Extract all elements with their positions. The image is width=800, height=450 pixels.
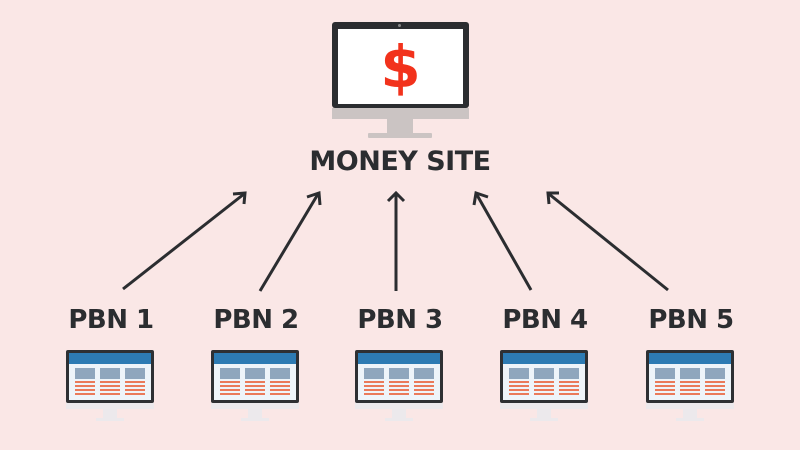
arrow-icon-pbn5 xyxy=(546,191,669,292)
monitor-screen xyxy=(338,29,463,104)
arrow-icon-pbn2 xyxy=(258,190,322,292)
pbn-4-label: PBN 4 xyxy=(502,305,588,335)
arrow-icon-pbn1 xyxy=(122,191,247,291)
pbn-4-monitor-icon xyxy=(500,350,588,425)
monitor-base xyxy=(368,133,432,138)
pbn-3-label: PBN 3 xyxy=(357,305,443,335)
pbn-5-label: PBN 5 xyxy=(648,305,734,335)
pbn-1-label: PBN 1 xyxy=(68,305,154,335)
pbn-2-monitor-icon xyxy=(211,350,299,425)
arrow-icon-pbn4 xyxy=(472,191,533,291)
camera-dot xyxy=(398,24,401,27)
arrow-icon-pbn3 xyxy=(386,190,406,291)
pbn-3-monitor-icon xyxy=(355,350,443,425)
pbn-5-monitor-icon xyxy=(646,350,734,425)
monitor-stand xyxy=(387,119,413,135)
dollar-sign-icon: $ xyxy=(380,32,421,101)
pbn-1-monitor-icon xyxy=(66,350,154,425)
pbn-2-label: PBN 2 xyxy=(213,305,299,335)
monitor-chin xyxy=(332,108,469,119)
money-site-title: MONEY SITE xyxy=(309,146,491,177)
